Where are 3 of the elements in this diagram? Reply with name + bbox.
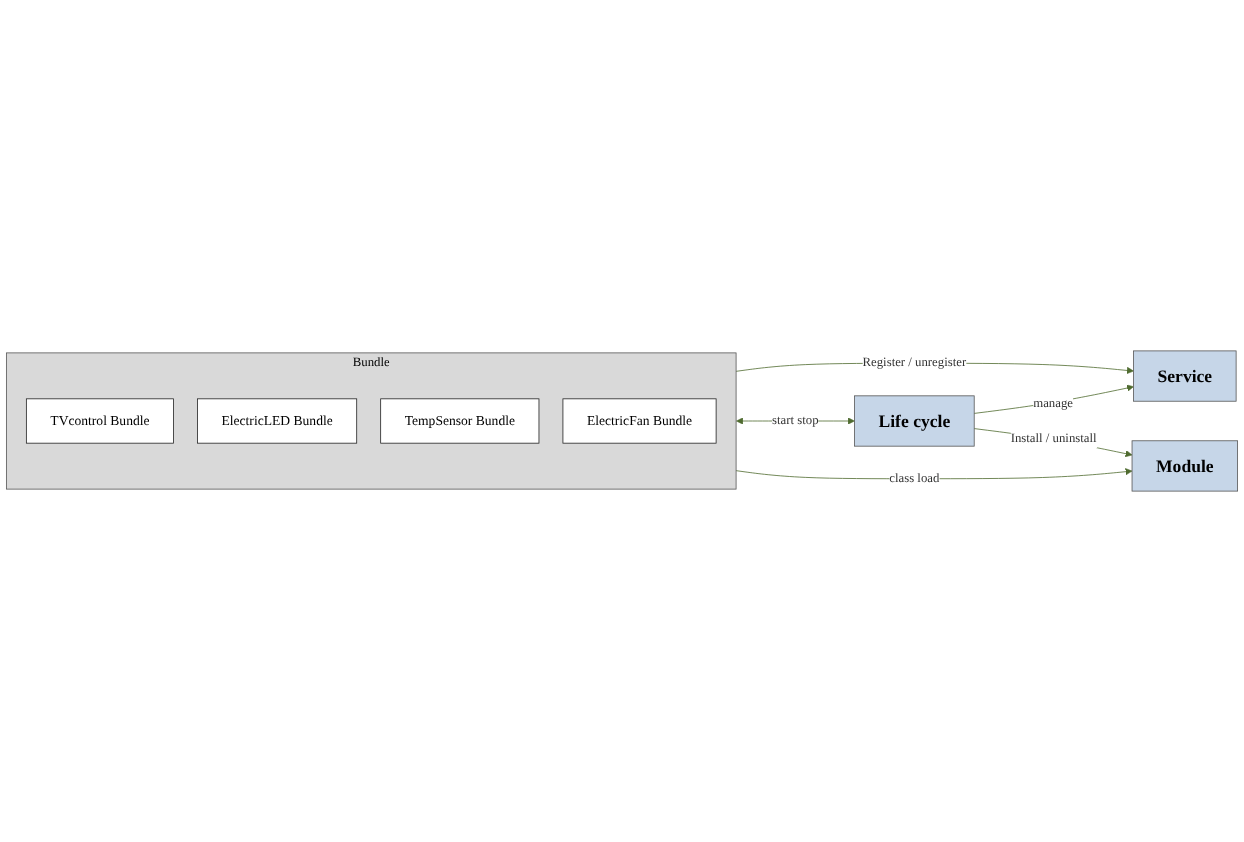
node-box: Module (1131, 440, 1238, 492)
node-box: Life cycle (854, 395, 975, 447)
node-box: Service (1133, 350, 1237, 402)
